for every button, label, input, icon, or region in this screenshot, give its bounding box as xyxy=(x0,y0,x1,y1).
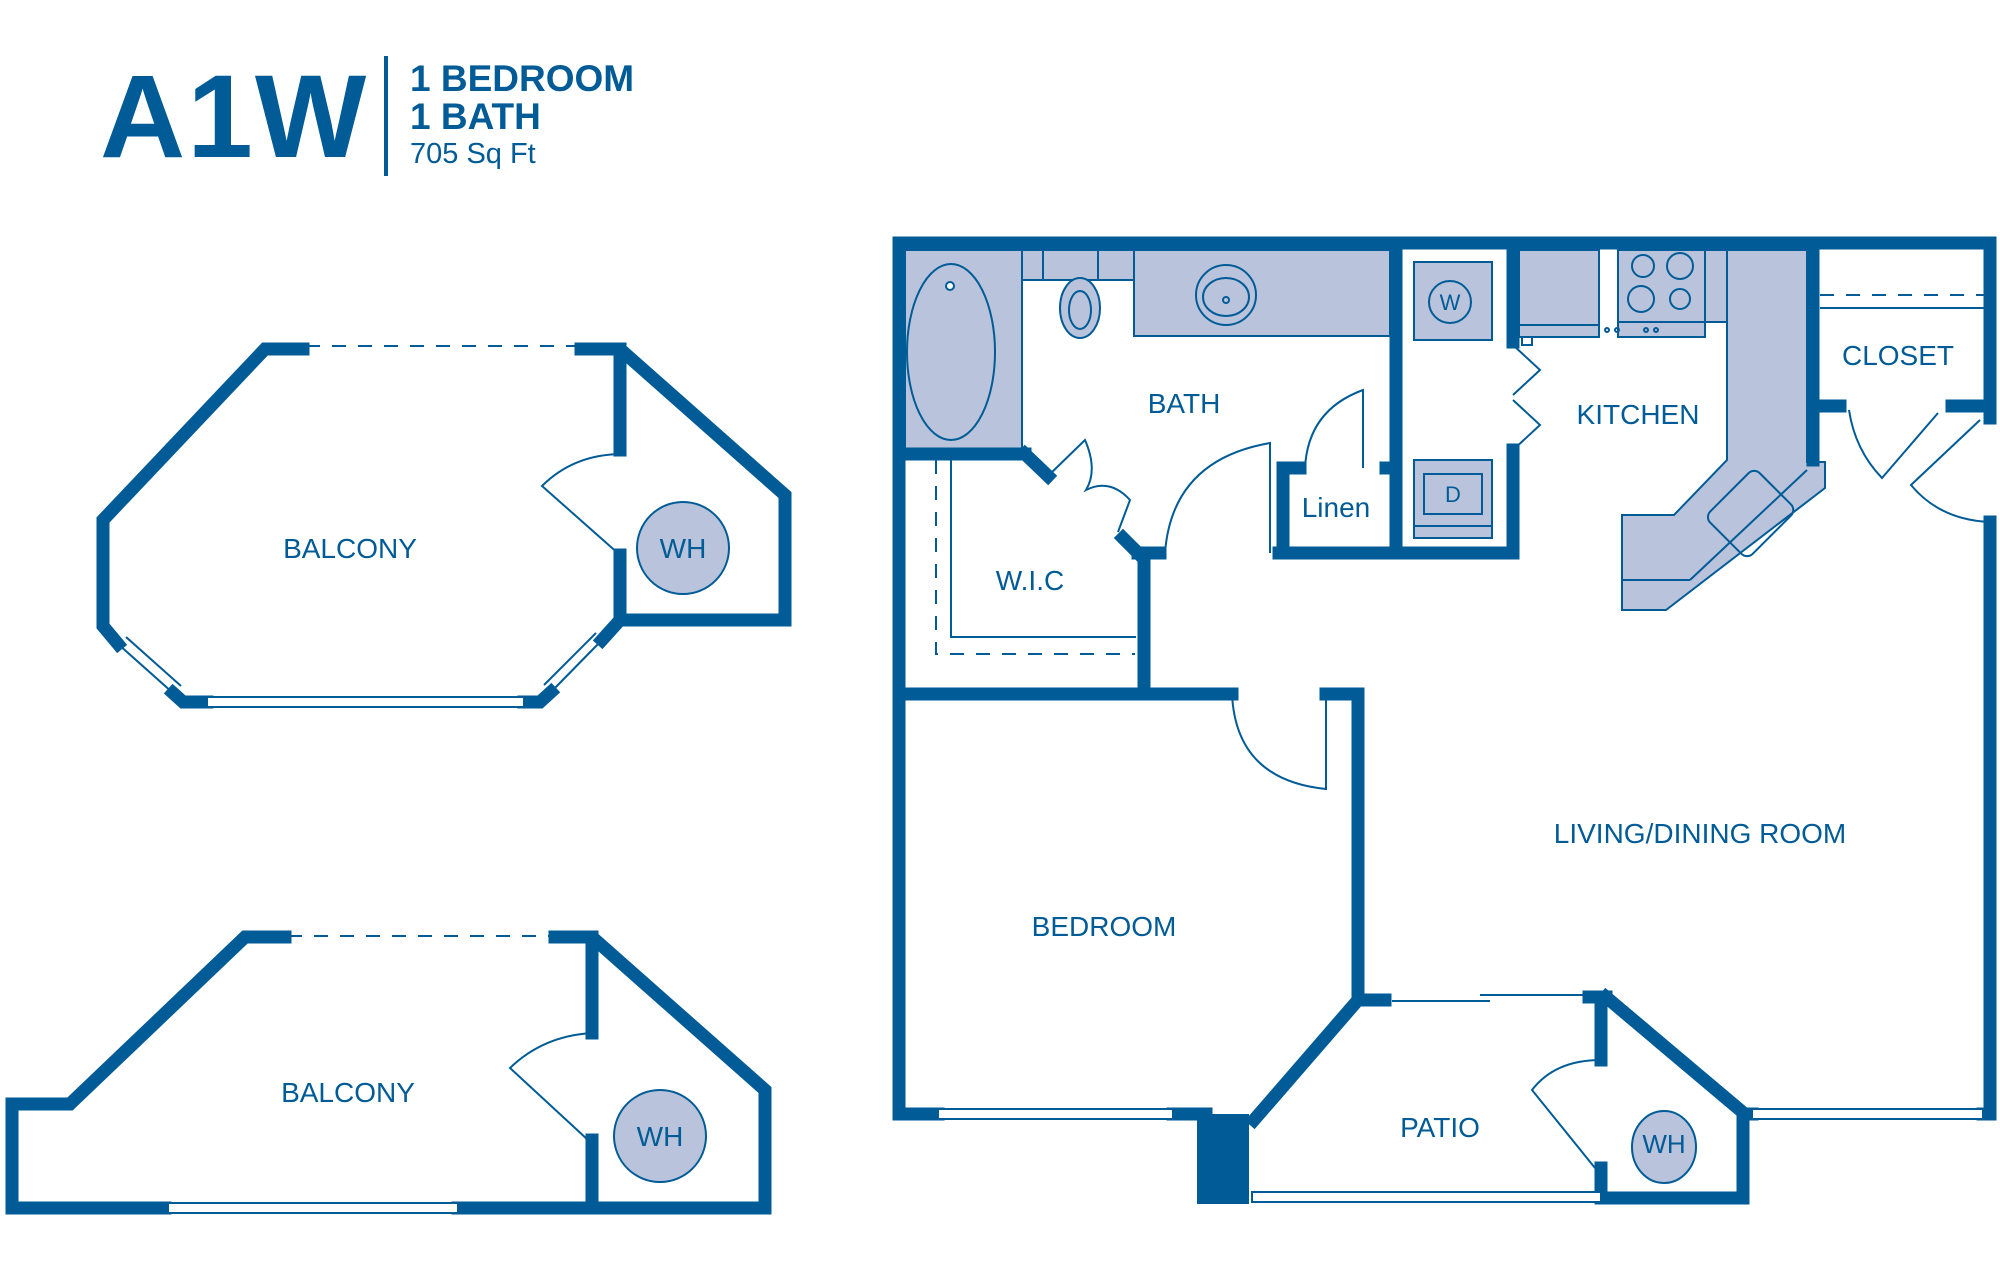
sink-icon xyxy=(1195,264,1257,326)
kitchen-sink-icon xyxy=(1706,469,1795,558)
balcony-1-wh-label: WH xyxy=(660,533,707,564)
water-heater-icon xyxy=(613,1089,707,1183)
washer-label: W xyxy=(1440,290,1461,315)
burner-icon xyxy=(1631,254,1655,278)
dryer-icon xyxy=(1423,473,1483,515)
bath-count: 1 BATH xyxy=(410,96,541,137)
room-label-wic: W.I.C xyxy=(996,565,1064,596)
bathtub-icon xyxy=(906,263,996,441)
structural-column xyxy=(1197,1114,1249,1204)
walls xyxy=(892,236,1997,1205)
balcony-2-wh-label: WH xyxy=(637,1121,684,1152)
windows xyxy=(937,1108,1984,1203)
counter-segment xyxy=(1704,249,1728,323)
fridge xyxy=(1518,249,1600,338)
room-label-linen: Linen xyxy=(1302,492,1371,523)
water-heater-patio-icon xyxy=(1631,1110,1697,1184)
washer-box xyxy=(1413,261,1493,341)
room-label-bath: BATH xyxy=(1148,388,1221,419)
fixtures xyxy=(904,249,1826,1184)
header-divider xyxy=(384,56,388,176)
balcony-option-1: BALCONY WH xyxy=(96,342,792,709)
doors-and-shelves xyxy=(935,294,1991,1169)
room-label-closet: CLOSET xyxy=(1842,340,1954,371)
balcony-2-label: BALCONY xyxy=(281,1077,415,1108)
room-label-patio: PATIO xyxy=(1400,1112,1480,1143)
unit-code: A1W xyxy=(100,51,369,183)
vanity-counter xyxy=(1133,249,1391,337)
toilet-tank-shelf xyxy=(1021,249,1135,281)
toilet-icon xyxy=(1059,277,1101,339)
balcony-1-label: BALCONY xyxy=(283,533,417,564)
balcony-option-2: BALCONY WH xyxy=(5,930,772,1215)
room-label-kitchen: KITCHEN xyxy=(1577,399,1700,430)
washer-icon xyxy=(1428,280,1472,324)
bedroom-count: 1 BEDROOM xyxy=(410,58,635,99)
dryer-label: D xyxy=(1445,482,1461,507)
water-heater-label: WH xyxy=(1642,1129,1685,1159)
room-label-living-dining: LIVING/DINING ROOM xyxy=(1554,818,1846,849)
room-label-bedroom: BEDROOM xyxy=(1032,911,1177,942)
main-floor-plan: BATH W.I.C Linen KITCHEN CLOSET LIVING/D… xyxy=(892,236,1997,1205)
plan-header: A1W 1 BEDROOM 1 BATH 705 Sq Ft xyxy=(0,0,900,190)
square-footage: 705 Sq Ft xyxy=(410,138,536,170)
water-heater-icon xyxy=(636,501,730,595)
